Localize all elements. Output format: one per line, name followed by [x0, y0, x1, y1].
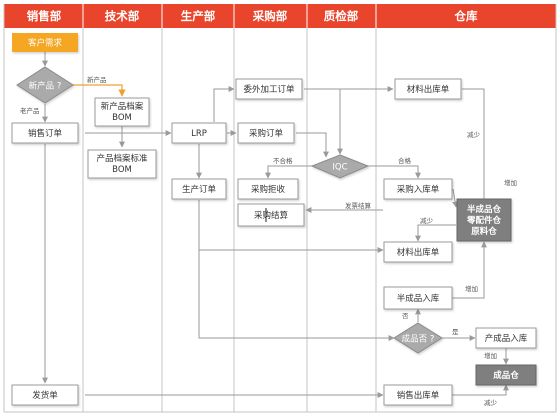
arrow-new-product-to-bom	[71, 84, 126, 97]
label-warehouse-raw: 原料仓	[471, 226, 497, 237]
node-material-out-2	[383, 241, 453, 263]
lane-header-sales: 销售部	[27, 9, 62, 23]
arrow-material-out-1-decrease	[462, 88, 487, 205]
node-purchase-in	[383, 178, 453, 200]
label-new-product-bom: BOM	[112, 113, 132, 123]
label-outsourcing-order: 委外加工订单	[243, 84, 295, 95]
arrow-purchase-order-to-iqc	[296, 132, 329, 158]
edge-label-yes: 是	[452, 328, 459, 336]
node-warehouse-group	[456, 198, 512, 242]
lane-dividers	[3, 4, 557, 413]
label-production-order: 生产订单	[182, 184, 217, 195]
arrow-sales-out-decrease	[452, 384, 509, 396]
label-warehouse-semi: 半成品仓	[467, 204, 502, 215]
label-delivery-note: 发货单	[32, 390, 58, 401]
edge-label-decrease-2: 减少	[420, 216, 434, 225]
lane-header-warehouse: 仓库	[454, 9, 478, 23]
node-finished-decision	[393, 322, 443, 354]
node-purchase-reject	[237, 178, 299, 200]
lane-header-separators	[82, 4, 377, 28]
label-purchase-in: 采购入库单	[397, 184, 440, 195]
arrow-warehouse-to-material-out	[415, 224, 456, 242]
connectors	[42, 52, 509, 398]
edge-label-no: 否	[402, 312, 409, 320]
lane-header-purchasing: 采购部	[252, 9, 288, 23]
arrow-iqc-pass-to-purchase-in	[368, 165, 421, 179]
edge-label-new-product: 新产品	[87, 75, 107, 84]
arrow-lrp-to-outsourcing	[213, 86, 235, 122]
label-semi-in: 半成品入库	[397, 293, 440, 304]
node-outsourcing-order	[235, 78, 303, 100]
node-customer-demand	[12, 33, 78, 52]
label-purchase-order: 采购订单	[249, 128, 284, 139]
label-new-product-decision: 新产品 ?	[29, 81, 62, 92]
node-production-order	[171, 178, 227, 200]
label-product-file-std-bom: BOM	[112, 165, 132, 175]
edge-label-increase-1: 增加	[504, 178, 517, 187]
label-material-out-2: 材料出库单	[397, 247, 440, 258]
node-material-out-1	[394, 78, 462, 100]
label-customer-demand: 客户需求	[28, 38, 63, 49]
label-finished-decision: 成品否 ?	[402, 334, 435, 345]
node-new-product-decision	[16, 66, 74, 104]
label-new-product-file: 新产品档案	[101, 101, 144, 112]
edge-label-decrease-1: 减少	[467, 130, 481, 139]
arrow-iqc-fail-to-reject	[265, 165, 313, 179]
edge-label-increase-3: 增加	[484, 351, 497, 360]
lane-header-qc: 质检部	[324, 9, 359, 23]
label-finished-warehouse: 成品仓	[493, 370, 519, 381]
node-purchase-order	[237, 122, 295, 144]
label-product-file-std: 产品档案标准	[96, 153, 148, 164]
node-sales-out	[383, 384, 453, 406]
label-sales-out: 销售出库单	[397, 390, 440, 401]
label-iqc: IQC	[332, 163, 347, 173]
label-purchase-reject: 采购拒收	[251, 184, 286, 195]
node-lrp	[171, 122, 227, 144]
node-delivery-note	[11, 384, 79, 406]
label-finished-in: 产成品入库	[485, 333, 528, 344]
node-finished-warehouse	[475, 364, 537, 386]
header-bar	[4, 4, 556, 28]
node-iqc-decision	[310, 154, 370, 179]
label-lrp: LRP	[191, 129, 207, 139]
arrow-semi-in-to-warehouse	[452, 241, 487, 299]
edge-label-fail: 不合格	[273, 156, 293, 165]
edge-label-invoice-settlement: 发票结算	[345, 201, 372, 210]
label-material-out-1: 材料出库单	[407, 84, 450, 95]
edge-label-pass: 合格	[398, 156, 412, 165]
edge-label-increase-2: 增加	[465, 284, 478, 293]
lane-header-production: 生产部	[181, 9, 216, 23]
orange-connectors	[71, 84, 126, 97]
label-sales-order: 销售订单	[28, 128, 63, 139]
edge-label-decrease-3: 减少	[484, 398, 498, 407]
arrow-purchase-in-to-warehouse	[452, 188, 459, 208]
node-purchase-settlement	[237, 203, 305, 227]
label-warehouse-parts: 零配件仓	[466, 215, 502, 226]
lane-header-tech: 技术部	[105, 9, 140, 23]
node-product-file-std-bom	[87, 149, 157, 179]
arrow-production-to-finished-check	[198, 250, 395, 341]
edge-label-old-product: 老产品	[20, 106, 40, 115]
label-purchase-settlement: 采购结算	[254, 210, 289, 221]
node-new-product-file-bom	[94, 97, 150, 127]
node-semi-in	[383, 286, 453, 310]
node-finished-in	[475, 327, 537, 349]
node-sales-order	[11, 122, 79, 144]
